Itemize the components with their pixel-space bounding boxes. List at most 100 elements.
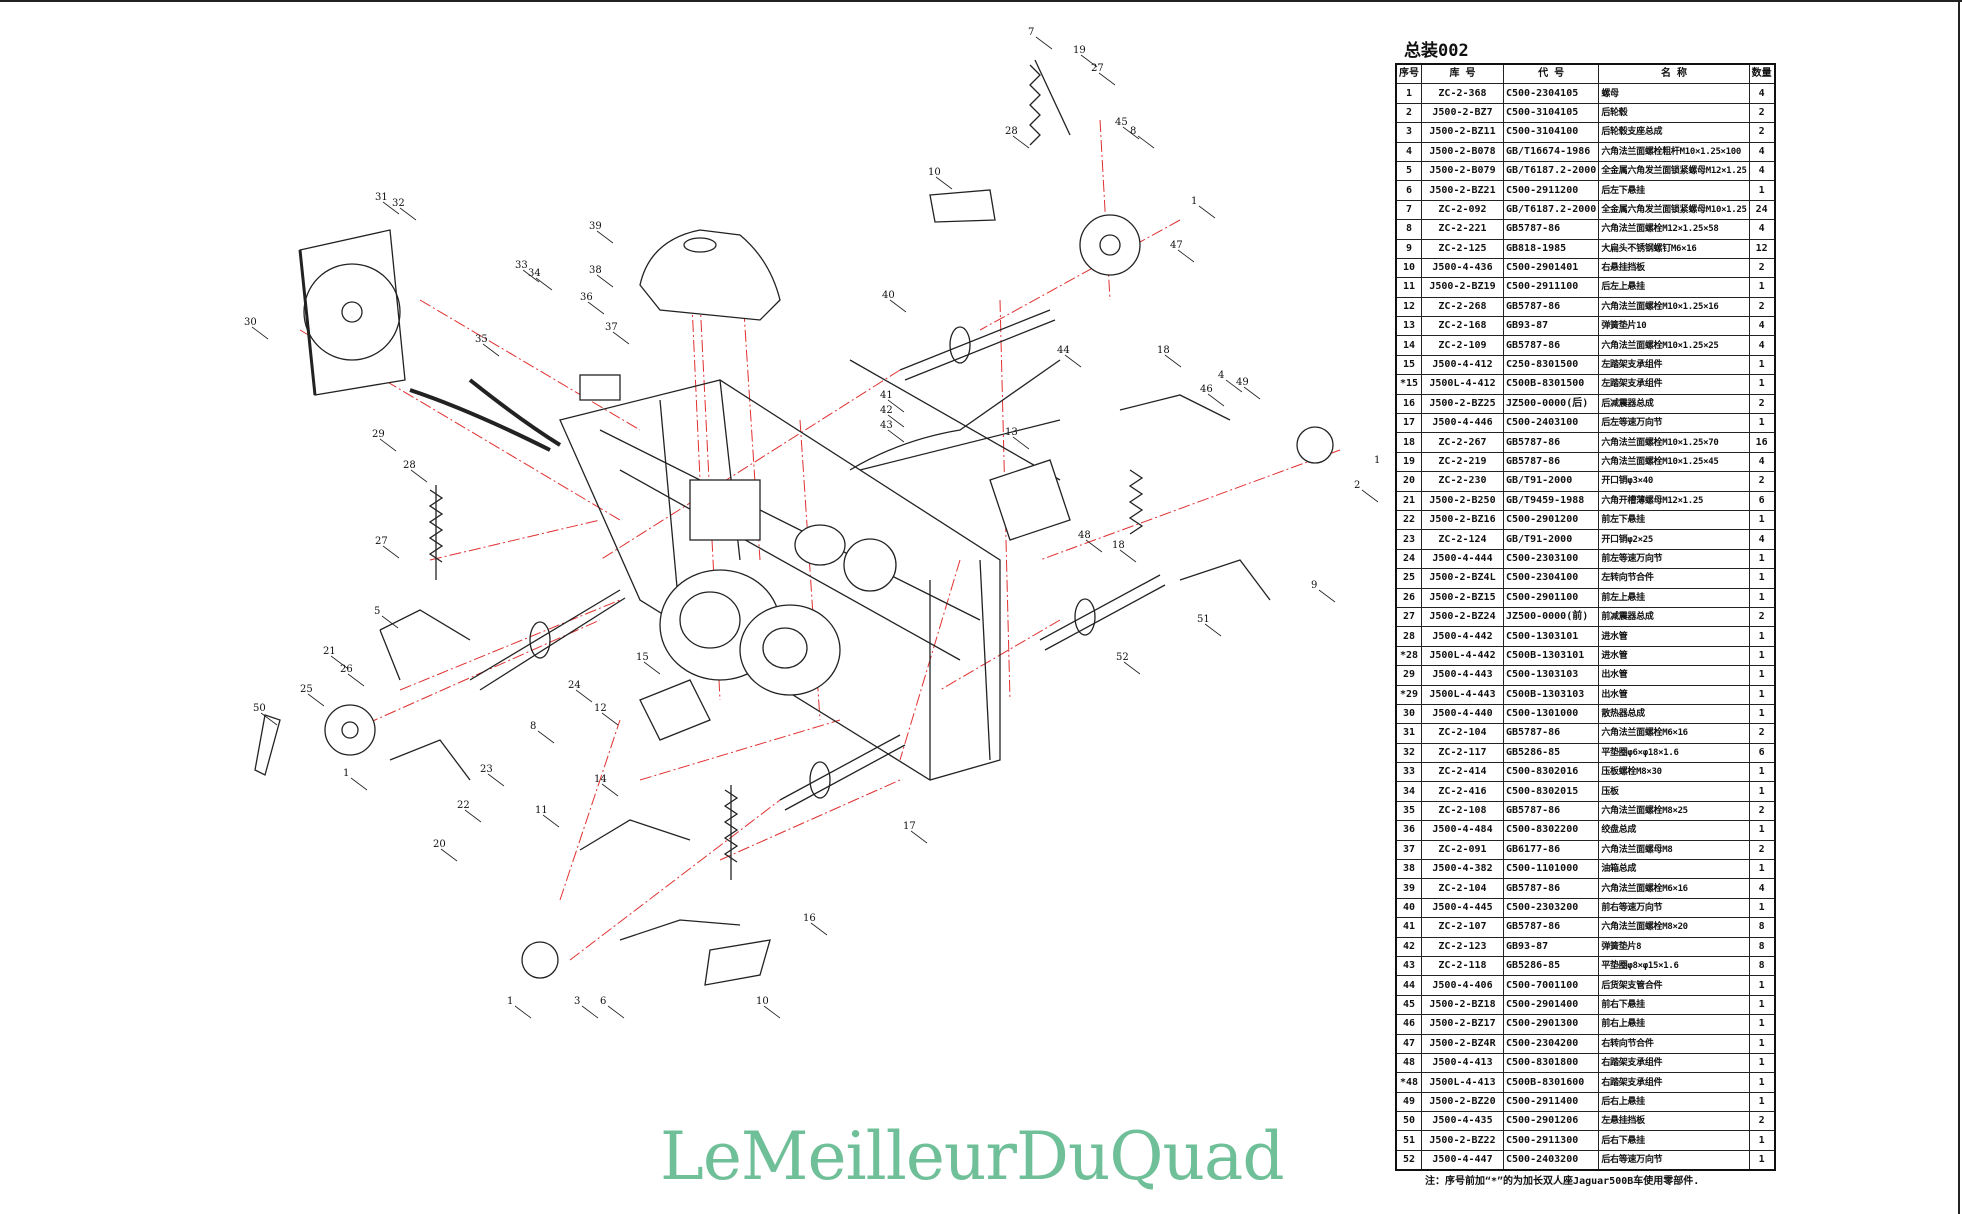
cell-name: 后左等速万向节 — [1598, 413, 1750, 434]
cell-qty: 1 — [1748, 587, 1776, 608]
cell-qty: 2 — [1748, 296, 1776, 318]
cell-seq: 22 — [1395, 509, 1422, 531]
cell-code: GB/T6187.2-2000 — [1502, 160, 1600, 182]
callout-leader — [887, 399, 905, 413]
cell-seq: 31 — [1395, 723, 1422, 744]
front-shock-left-drawing — [428, 485, 444, 580]
cell-qty: 1 — [1748, 626, 1776, 647]
callout-label: 13 — [1005, 427, 1018, 438]
cell-qty: 1 — [1748, 1130, 1776, 1151]
callout-leader — [1204, 623, 1222, 637]
cell-qty: 1 — [1748, 703, 1776, 725]
cell-code: C500B-8301600 — [1502, 1072, 1600, 1093]
cell-qty: 1 — [1748, 684, 1776, 705]
callout-leader — [601, 783, 619, 797]
cell-stock-no: J500-2-BZ17 — [1421, 1014, 1504, 1035]
cell-name: 平垫圈φ8×φ15×1.6 — [1598, 955, 1750, 977]
cell-stock-no: J500-2-B078 — [1421, 141, 1504, 162]
cell-name: 左踏架支承组件 — [1598, 354, 1750, 376]
cell-seq: 23 — [1395, 529, 1422, 550]
cell-seq: 20 — [1395, 471, 1422, 492]
callout-leader — [522, 269, 540, 283]
callout-leader — [1123, 661, 1141, 675]
callout-label: 1 — [1374, 455, 1380, 466]
callout-label: 47 — [1170, 240, 1183, 251]
callout-label: 44 — [1057, 345, 1070, 356]
cell-code: GB5787-86 — [1502, 878, 1600, 899]
cell-qty: 6 — [1748, 490, 1776, 511]
cell-qty: 2 — [1748, 839, 1776, 861]
cell-seq: 50 — [1395, 1111, 1422, 1132]
cell-name: 弹簧垫片8 — [1598, 936, 1750, 957]
callout-label: 21 — [323, 646, 336, 657]
cell-code: C500-3104105 — [1502, 102, 1600, 124]
cell-code: C500-2911200 — [1502, 180, 1600, 201]
cell-stock-no: J500-2-BZ16 — [1421, 509, 1504, 531]
water-pipe-drawing — [409, 388, 551, 452]
callout-leader — [1122, 126, 1140, 140]
cell-stock-no: ZC-2-107 — [1421, 917, 1504, 938]
cell-code: C500B-1303101 — [1502, 645, 1600, 667]
callout-leader — [887, 429, 905, 443]
cell-name: 右悬挂挡板 — [1598, 257, 1750, 279]
callout-label: 33 — [515, 260, 528, 271]
cell-qty: 6 — [1748, 742, 1776, 764]
cell-name: 全金属六角发兰面锁紧螺母M12×1.25 — [1598, 160, 1750, 182]
cell-code: GB5286-85 — [1502, 742, 1600, 764]
callout-leader — [612, 331, 630, 345]
cell-name: 六角法兰面螺栓M10×1.25×45 — [1598, 451, 1750, 473]
cell-stock-no: J500-2-BZ11 — [1421, 122, 1504, 143]
cell-code: GB5787-86 — [1502, 335, 1600, 356]
cell-code: C500-2304100 — [1502, 568, 1600, 589]
cell-code: C500-8302015 — [1502, 781, 1600, 802]
callout-label: 35 — [475, 334, 488, 345]
cell-seq: 42 — [1395, 936, 1422, 957]
cell-seq: 11 — [1395, 277, 1422, 298]
cell-code: GB93-87 — [1502, 936, 1600, 957]
rear-splash-guard-drawing — [704, 939, 771, 986]
cell-qty: 8 — [1748, 917, 1776, 938]
callout-label: 36 — [580, 292, 593, 303]
cell-code: C500-8302016 — [1502, 762, 1600, 783]
cell-seq: 10 — [1395, 257, 1422, 279]
cell-seq: 43 — [1395, 955, 1422, 977]
callout-label: 20 — [433, 839, 446, 850]
callout-leader — [350, 777, 368, 791]
cell-code: C500-3104100 — [1502, 122, 1600, 143]
callout-leader — [1012, 135, 1030, 149]
part-drawings — [254, 59, 1334, 986]
cell-seq: 37 — [1395, 839, 1422, 861]
rear-right-hub-drawing — [1296, 426, 1334, 464]
cell-code: C500-2303100 — [1502, 548, 1600, 570]
cell-stock-no: J500-2-BZ21 — [1421, 180, 1504, 201]
callout-label: 40 — [882, 290, 895, 301]
a-arm-drawings — [379, 394, 1271, 941]
callout-leader — [1137, 135, 1155, 149]
callout-label: 27 — [375, 536, 388, 547]
cell-stock-no: ZC-2-414 — [1421, 762, 1504, 783]
cell-code: C500-8301800 — [1502, 1052, 1600, 1074]
cell-qty: 1 — [1748, 781, 1776, 802]
cell-stock-no: J500-4-445 — [1421, 897, 1504, 919]
cell-code: C500-2303200 — [1502, 897, 1600, 919]
cell-qty: 8 — [1748, 936, 1776, 957]
cell-stock-no: ZC-2-168 — [1421, 316, 1504, 337]
cell-seq: *48 — [1395, 1072, 1422, 1093]
callout-label: 11 — [535, 805, 548, 816]
cell-code: GB5286-85 — [1502, 955, 1600, 977]
callout-label: 25 — [300, 684, 313, 695]
